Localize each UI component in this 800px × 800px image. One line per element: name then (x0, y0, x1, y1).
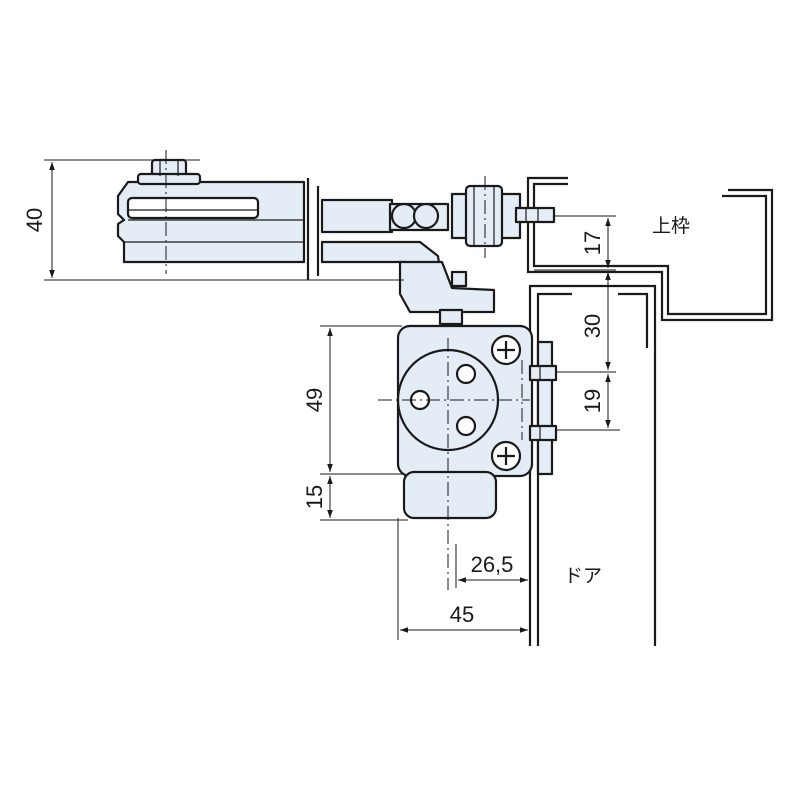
closer-lower-cap (402, 470, 498, 520)
upper-frame-label: 上枠 (652, 215, 690, 237)
dimension-15: 15 (302, 476, 408, 521)
mounting-plate (536, 340, 554, 476)
frame-screw (514, 206, 556, 224)
screw-icon (490, 440, 522, 472)
dimension-19: 19 (556, 374, 620, 431)
upper-frame-profile (526, 176, 774, 322)
dimension-40: 40 (22, 159, 404, 281)
dim-26-5-label: 26,5 (471, 552, 514, 577)
dim-17-label: 17 (580, 231, 605, 255)
dimension-17: 17 (534, 215, 616, 271)
dim-45-label: 45 (450, 602, 474, 627)
dimension-30: 30 (556, 272, 616, 373)
screw-icon (490, 334, 522, 366)
closer-body (396, 324, 558, 520)
dimension-26-5: 26,5 (455, 520, 531, 640)
dim-30-label: 30 (580, 314, 605, 338)
door-label: ドア (564, 565, 602, 587)
dimension-49: 49 (302, 325, 402, 475)
arm-slot (126, 196, 260, 220)
dim-15-label: 15 (302, 485, 327, 509)
dim-49-label: 49 (302, 388, 327, 412)
dim-19-label: 19 (580, 389, 605, 413)
arm-assembly (116, 158, 556, 326)
dim-40-label: 40 (22, 208, 47, 232)
center-lines (165, 150, 530, 590)
dimension-45: 45 (397, 518, 528, 640)
